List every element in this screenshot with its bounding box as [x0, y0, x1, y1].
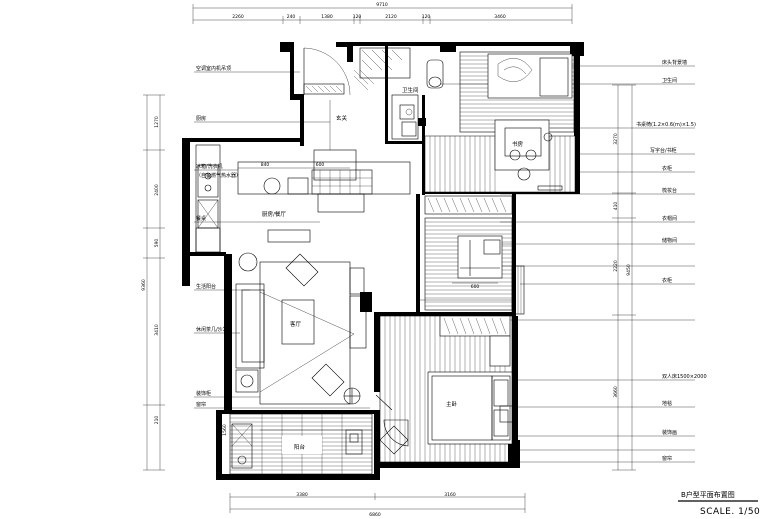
dim-inner-balcony: 1560	[222, 424, 228, 436]
master-bedroom: 主卧	[375, 315, 515, 463]
room-label-entry: 玄关	[336, 114, 348, 122]
top-dimension-chain: 9710 2260 240 1380 120 2120 120 3460	[192, 2, 573, 24]
label-headboard-wall: 床头背景墙	[662, 59, 687, 66]
right-annotations: 床头背景墙 卫生间 书桌椅(1.2×0.6(m)×1.5) 写字台/书柜 衣柜 …	[636, 59, 707, 462]
dim-top-3: 1380	[321, 14, 333, 20]
label-wardrobe-1: 衣柜	[662, 165, 672, 172]
living-room: 客厅	[235, 252, 367, 405]
dim-total-top: 9710	[376, 2, 388, 8]
dim-right-1: 3270	[613, 133, 619, 145]
label-storage: 储物间	[662, 237, 677, 244]
dim-right-4: 3660	[613, 386, 619, 398]
dim-bottom-2: 3160	[444, 492, 456, 498]
dim-bottom-total: 6860	[369, 512, 381, 518]
dim-left-4: 3410	[154, 324, 160, 336]
dim-left-1: 1270	[154, 116, 160, 128]
left-annotations: 空调室内机吊顶 厨房 冰箱/洗衣机 （自备燃气热水器） 餐桌 生活阳台 休闲茶几…	[196, 65, 241, 408]
dim-inner-2: 600	[316, 162, 325, 168]
dim-top-6: 120	[422, 14, 431, 20]
bathroom: 卫生间	[303, 47, 444, 140]
label-painting: 装饰画	[662, 429, 677, 436]
entry-door	[303, 42, 351, 96]
inner-dimensions: 1560	[222, 299, 512, 436]
drawing-title: B户型平面布置图	[681, 490, 735, 499]
room-label-living: 客厅	[290, 320, 302, 328]
label-sofa: 休闲茶几/沙发	[196, 326, 228, 333]
label-wardrobe-2: 衣柜	[662, 277, 672, 284]
dim-left-3: 590	[154, 239, 160, 248]
closet-area: 600	[424, 195, 525, 315]
dim-right-total: 9450	[626, 264, 632, 276]
balcony: 阳台	[229, 413, 373, 475]
label-curtain-right: 窗帘	[662, 455, 672, 462]
right-dimension-chain: 3270 410 2220 3660 9450	[612, 84, 636, 471]
kitchen: 厨房/餐厅 840 600	[195, 144, 411, 256]
dim-left-2: 2400	[154, 184, 160, 196]
title-block: B户型平面布置图 SCALE. 1/50	[678, 490, 760, 517]
label-bathroom: 卫生间	[662, 77, 677, 84]
dim-inner-3: 600	[471, 284, 480, 290]
dim-top-1: 2260	[232, 14, 244, 20]
dim-top-5: 2120	[385, 14, 397, 20]
label-gas-heater: （自备燃气热水器）	[196, 172, 241, 179]
dim-top-4: 120	[353, 14, 362, 20]
dim-top-2: 240	[287, 14, 296, 20]
room-label-bath: 卫生间	[402, 86, 419, 94]
bottom-dimension-chain: 3380 3160 6860	[229, 492, 526, 518]
drawing-scale: SCALE. 1/50	[700, 507, 760, 517]
label-ac-ceiling: 空调室内机吊顶	[196, 65, 231, 72]
label-desk-chair: 书桌椅(1.2×0.6(m)×1.5)	[636, 121, 696, 128]
label-cabinet: 装饰柜	[196, 390, 211, 397]
label-kitchen: 厨房	[196, 115, 206, 122]
label-curtain-left: 窗帘	[196, 401, 206, 408]
dim-right-2: 410	[613, 202, 619, 211]
room-label-balcony: 阳台	[294, 443, 306, 451]
room-label-dining: 厨房/餐厅	[262, 210, 286, 218]
dim-inner-1: 840	[261, 162, 270, 168]
label-writing-desk: 写字台/书柜	[650, 147, 677, 154]
dim-bottom-1: 3380	[296, 492, 308, 498]
dim-left-total: 9360	[141, 279, 147, 291]
dim-left-5: 210	[154, 416, 160, 425]
left-dimension-chain: 9360 1270 2400 590 3410 210	[141, 94, 165, 471]
label-service-balcony: 生活阳台	[196, 283, 216, 290]
label-dining-table: 餐桌	[196, 215, 206, 222]
label-double-bed: 双人床1500×2000	[662, 373, 707, 380]
label-walkin: 衣帽间	[662, 215, 677, 222]
dim-top-7: 3460	[494, 14, 506, 20]
label-fridge-washer: 冰箱/洗衣机	[196, 163, 223, 170]
label-dresser: 梳妆台	[662, 187, 677, 194]
room-label-study: 书房	[512, 140, 524, 148]
room-label-master: 主卧	[446, 400, 458, 408]
walls	[182, 42, 584, 480]
study-floor: 书房	[424, 51, 576, 193]
label-carpet: 地毯	[662, 400, 672, 407]
